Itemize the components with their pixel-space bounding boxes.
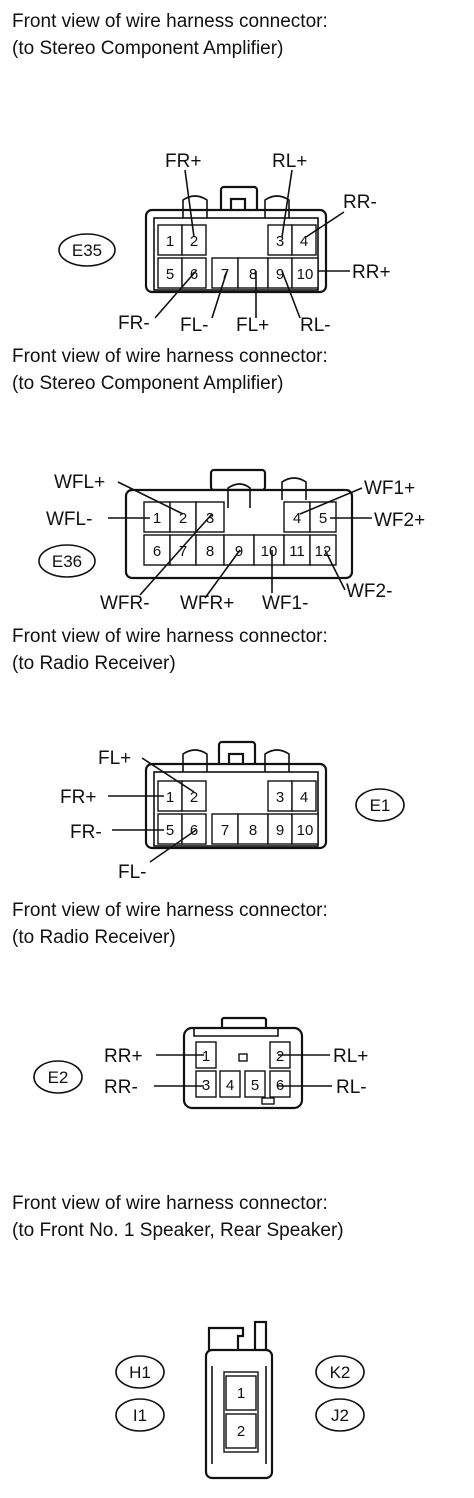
label-wfl-plus: WFL+ [54, 472, 105, 493]
pin-5: 5 [319, 510, 327, 527]
caption-line1: Front view of wire harness connector: [12, 1193, 328, 1214]
connector-code-e1: E1 [370, 796, 391, 815]
pin-3: 3 [206, 510, 214, 527]
connector-code-e2: E2 [48, 1068, 69, 1087]
pin-3: 3 [202, 1077, 210, 1094]
label-rr-plus: RR+ [104, 1046, 143, 1067]
pin-2: 2 [190, 789, 198, 806]
pin-8: 8 [249, 266, 257, 283]
caption-e2: Front view of wire harness connector: (t… [12, 897, 328, 951]
label-fr-minus: FR- [118, 313, 150, 334]
label-wf1-plus: WF1+ [364, 478, 415, 499]
label-rl-plus: RL+ [333, 1046, 368, 1067]
pin-5: 5 [166, 822, 174, 839]
pin-10: 10 [297, 266, 314, 283]
label-fr-plus: FR+ [60, 787, 96, 808]
label-fl-minus: FL- [180, 315, 209, 336]
label-wf2-plus: WF2+ [374, 510, 425, 531]
label-rl-minus: RL- [336, 1077, 367, 1098]
label-rr-minus: RR- [104, 1077, 138, 1098]
caption-line2: (to Front No. 1 Speaker, Rear Speaker) [12, 1220, 344, 1241]
connector-code-i1: I1 [133, 1406, 147, 1425]
label-fr-plus: FR+ [165, 151, 201, 172]
pin-10: 10 [297, 822, 314, 839]
pin-9: 9 [276, 266, 284, 283]
pin-11: 11 [289, 543, 305, 560]
pin-1: 1 [153, 510, 161, 527]
pin-1: 1 [166, 789, 174, 806]
label-wfr-plus: WFR+ [180, 593, 234, 614]
pin-10: 10 [261, 543, 278, 560]
caption-line2: (to Stereo Component Amplifier) [12, 373, 284, 394]
caption-line1: Front view of wire harness connector: [12, 900, 328, 921]
pin-7: 7 [179, 543, 187, 560]
pin-5: 5 [166, 266, 174, 283]
connector-code-h1: H1 [129, 1363, 151, 1382]
connector-e35: 1 2 3 4 5 6 7 8 9 10 FR+ RL+ RR- RR+ FR-… [58, 151, 391, 336]
label-fr-minus: FR- [70, 822, 102, 843]
pin-5: 5 [251, 1077, 259, 1094]
pin-9: 9 [276, 822, 284, 839]
connector-e1: 1 2 3 4 5 6 7 8 9 10 FL+ FR+ FR- FL- E1 [60, 740, 405, 883]
label-wfr-minus: WFR- [100, 593, 150, 614]
pin-4: 4 [300, 233, 308, 250]
pin-1: 1 [166, 233, 174, 250]
caption-e1: Front view of wire harness connector: (t… [12, 623, 328, 677]
pin-7: 7 [221, 266, 229, 283]
label-fl-plus: FL+ [98, 748, 131, 769]
caption-line2: (to Radio Receiver) [12, 927, 176, 948]
pin-6: 6 [153, 543, 161, 560]
pin-2: 2 [237, 1423, 245, 1440]
caption-e36: Front view of wire harness connector: (t… [12, 343, 328, 397]
label-rr-minus: RR- [343, 192, 377, 213]
pin-2: 2 [276, 1048, 284, 1065]
pin-7: 7 [221, 822, 229, 839]
pin-8: 8 [206, 543, 214, 560]
label-wf2-minus: WF2- [346, 581, 392, 602]
label-wf1-minus: WF1- [262, 593, 308, 614]
caption-speaker: Front view of wire harness connector: (t… [12, 1190, 344, 1244]
label-wfl-minus: WFL- [46, 509, 92, 530]
pin-4: 4 [293, 510, 301, 527]
pin-3: 3 [276, 789, 284, 806]
pin-4: 4 [300, 789, 308, 806]
pin-2: 2 [179, 510, 187, 527]
pin-1: 1 [237, 1385, 245, 1402]
label-fl-plus: FL+ [236, 315, 269, 336]
connector-e36: 1 2 3 4 5 6 7 8 9 10 11 12 WFL+ WFL- WF1… [38, 468, 425, 614]
caption-line1: Front view of wire harness connector: [12, 626, 328, 647]
label-fl-minus: FL- [118, 862, 147, 883]
label-rl-minus: RL- [300, 315, 331, 336]
caption-e35: Front view of wire harness connector: (t… [12, 8, 328, 62]
caption-line2: (to Radio Receiver) [12, 653, 176, 674]
connector-e2: 1 2 3 4 5 6 RR+ RR- RL+ RL- E2 [33, 1016, 368, 1110]
connector-code-e35: E35 [72, 241, 102, 260]
pin-1: 1 [202, 1048, 210, 1065]
connector-code-e36: E36 [52, 552, 82, 571]
pin-2: 2 [190, 233, 198, 250]
connector-code-j2: J2 [331, 1406, 349, 1425]
pin-4: 4 [226, 1077, 234, 1094]
pin-3: 3 [276, 233, 284, 250]
caption-line1: Front view of wire harness connector: [12, 346, 328, 367]
caption-line1: Front view of wire harness connector: [12, 11, 328, 32]
label-rl-plus: RL+ [272, 151, 307, 172]
connector-code-k2: K2 [330, 1363, 351, 1382]
label-rr-plus: RR+ [352, 262, 391, 283]
pin-8: 8 [249, 822, 257, 839]
caption-line2: (to Stereo Component Amplifier) [12, 38, 284, 59]
